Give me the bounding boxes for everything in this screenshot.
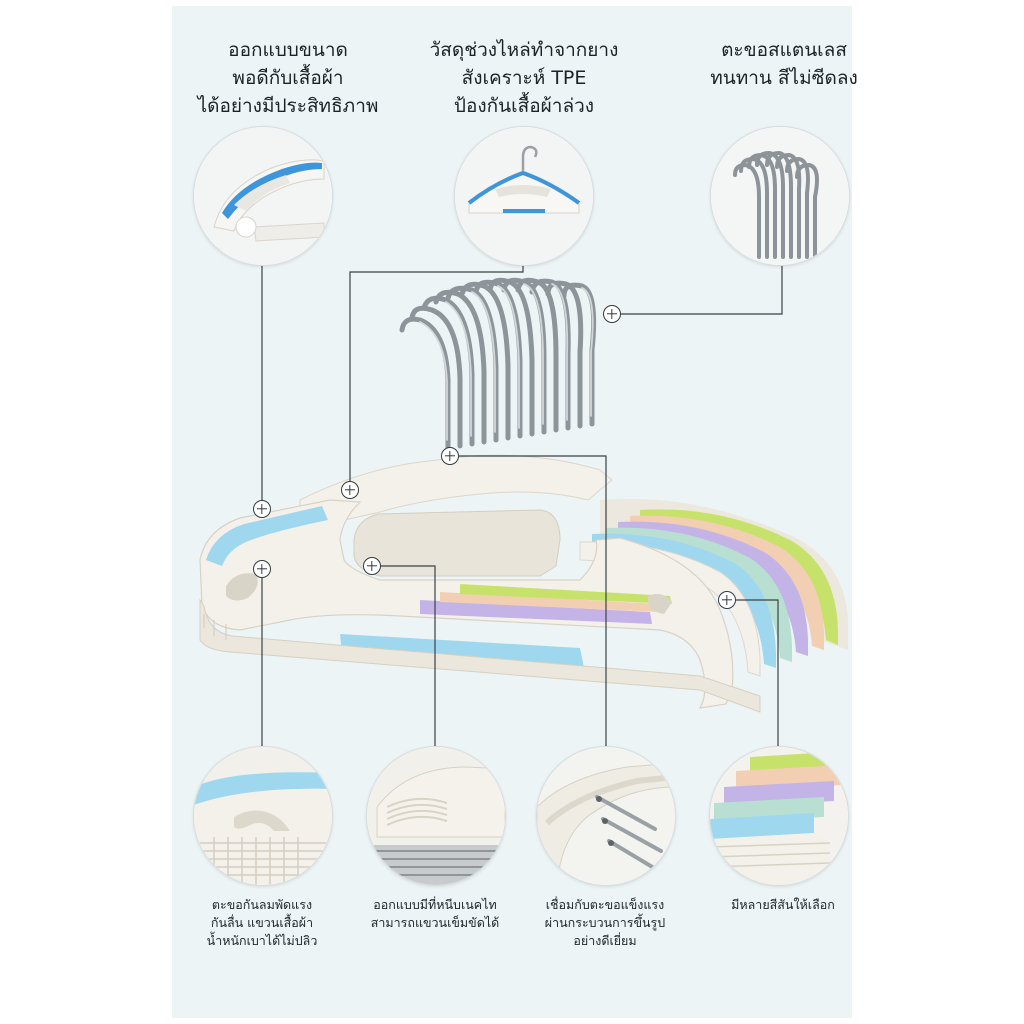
detail-circle-hooks [710,126,850,266]
plus-marker-icon[interactable] [341,481,359,499]
feature-caption-size: ออกแบบขนาด พอดีกับเสื้อผ้า ได้อย่างมีประ… [197,39,379,117]
color-variety-icon [710,747,848,885]
feature-caption-tie: ออกแบบมีที่หนีบเนคไท สามารถแขวนเข็มขัดได… [370,897,500,930]
detail-circle-joint [536,746,676,886]
anti-slip-hook-icon [194,747,332,885]
plus-marker-icon[interactable] [253,500,271,518]
feature-caption-colors: มีหลายสีสันให้เลือก [731,897,835,912]
detail-circle-colors [709,746,849,886]
hanger-front-icon [455,127,593,265]
detail-circle-antislip [193,746,333,886]
plus-marker-icon[interactable] [441,447,459,465]
steel-hooks-icon [711,127,849,265]
feature-caption-steel: ตะขอสแตนเลส ทนทาน สีไม่ซีดลง [710,39,858,89]
steel-joint-icon [537,747,675,885]
steel-hooks-icon [399,277,597,451]
plus-marker-icon[interactable] [253,560,271,578]
hanger-back-layers [579,498,849,677]
detail-circle-shoulder [193,126,333,266]
feature-caption-joint: เชื่อมกับตะขอแข็งแรง ผ่านกระบวนการขึ้นรู… [544,897,666,948]
hanger-shoulder-icon [194,127,332,265]
tie-notch-icon [367,747,505,885]
callout-lines [261,264,783,746]
plus-marker-icon[interactable] [718,591,736,609]
plus-marker-icon[interactable] [363,557,381,575]
feature-caption-antislip: ตะขอกันลมพัดแรง กันลื่น แขวนเสื้อผ้า น้ำ… [206,897,318,948]
plus-marker-icon[interactable] [603,305,621,323]
detail-circle-tie [366,746,506,886]
feature-caption-tpe: วัสดุช่วงไหล่ทำจากยาง สังเคราะห์ TPE ป้อ… [429,39,619,117]
detail-circle-tpe [454,126,594,266]
hanger-front-body [199,454,761,713]
